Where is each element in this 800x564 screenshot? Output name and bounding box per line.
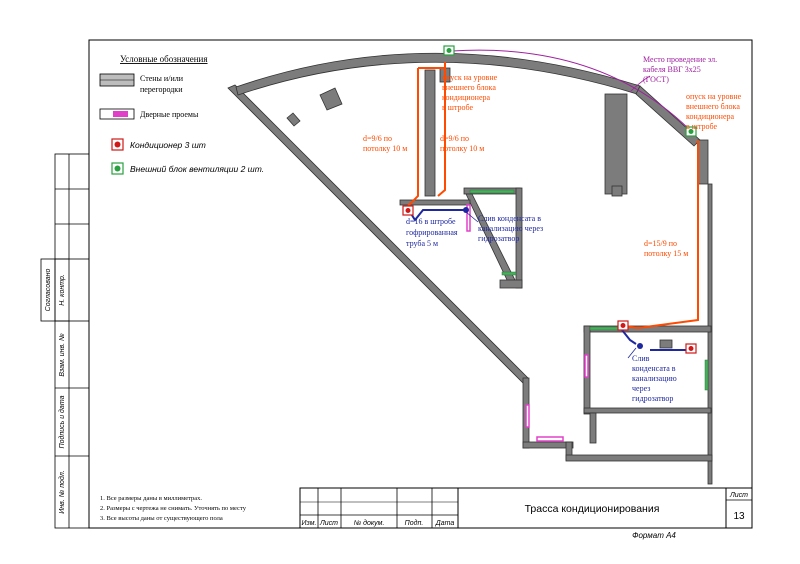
copper-pipes [407, 62, 699, 330]
vent-unit-icon-dot [114, 165, 121, 172]
doors [466, 204, 589, 442]
cable-leader [629, 75, 651, 93]
pipe-note-1: d=9/6 по потолку 10 м [363, 134, 407, 153]
title-block: Изм. Лист № докум. Подп. Дата Трасса кон… [299, 487, 753, 540]
drain-route-1 [409, 209, 464, 222]
drain-note-1: Слив конденсата в канализацию через гидр… [478, 214, 545, 243]
wall-lower-mid [583, 407, 712, 414]
stamp-label-agreed: Согласовано [45, 269, 52, 312]
column-2 [286, 112, 301, 127]
stamp-col-sign: Подп. [405, 519, 424, 527]
door-1 [466, 204, 471, 232]
notes: 1. Все размеры даны в миллиметрах. 2. Ра… [100, 495, 247, 522]
pipe-route-2 [437, 62, 446, 197]
wall-center-vertical [424, 69, 436, 197]
window-1 [469, 189, 515, 194]
stamp-col-change: Изм. [302, 520, 317, 527]
legend-walls-line2: перегородки [140, 85, 183, 94]
window-2 [501, 271, 517, 276]
corrugated-note: d=16 в штробе гофрированная труба 5 м [406, 217, 460, 248]
stamp-col-docnum: № докум. [354, 519, 385, 527]
pipe-route-1 [407, 68, 419, 207]
equipment [402, 45, 697, 354]
wall-right-block-foot [611, 185, 623, 197]
drain-trap-2 [637, 343, 643, 349]
wall-right-block [604, 93, 628, 195]
stamp-label-sign-date: Подпись и дата [58, 395, 66, 448]
pipe-note-3: d=15/9 по потолку 15 м [644, 239, 688, 258]
drain-route-2 [621, 329, 637, 345]
cable-note: Место проведение эл. кабеля ВВГ 3х25 (ГО… [643, 55, 719, 84]
cable-route [451, 49, 691, 131]
drain-trap-1 [463, 207, 469, 213]
door-swatch-fill [113, 111, 128, 117]
wall-bottom-inner [589, 412, 597, 444]
legend-walls-line1: Стены и/или [140, 74, 184, 83]
legend: Условные обозначения Стены и/или перегор… [99, 54, 264, 175]
wall-bottom [565, 454, 713, 462]
stamp-label-norm-control: Н. контр. [59, 274, 66, 306]
paper-format: Формат А4 [632, 531, 676, 540]
wall-lower-block [659, 339, 673, 349]
door-4 [525, 404, 530, 428]
legend-vent: Внешний блок вентиляции 2 шт. [130, 164, 264, 174]
drop-note-1: опуск на уровне внешнего блока кондицион… [442, 73, 499, 112]
ac-icon-dot [114, 141, 121, 148]
window-4 [704, 359, 709, 391]
note-1: 1. Все размеры даны в миллиметрах. [100, 495, 202, 502]
stamp-col-sheet: Лист [319, 520, 338, 527]
stamp-label-replace-inv: Взам. инв. № [59, 333, 66, 377]
wall-arc-end [635, 85, 701, 147]
stamp-col-date: Дата [435, 520, 455, 527]
note-3: 3. Все высоты даны от существующего пола [100, 515, 223, 522]
windows [469, 189, 709, 391]
wall-room-bottom [499, 279, 523, 289]
column-1 [319, 87, 343, 111]
wall-right-edge-upper [697, 139, 709, 185]
pipe-note-2: d=9/6 по потолку 10 м [440, 134, 484, 153]
legend-doors: Дверные проемы [140, 110, 199, 119]
wall-right-edge [707, 183, 713, 485]
drain-lines [409, 209, 690, 351]
door-2 [536, 436, 564, 442]
drawing-title: Трасса кондиционирования [525, 503, 660, 515]
wall-arc [235, 52, 641, 96]
pipe-route-3 [624, 140, 699, 330]
sheet-label: Лист [729, 492, 748, 499]
drop-note-2: опуск на уровне внешнего блока кондицион… [686, 92, 743, 131]
floor-plan [227, 52, 713, 485]
wall-corridor [399, 199, 471, 206]
door-3 [584, 354, 589, 378]
sheet-number: 13 [733, 511, 745, 522]
leaders [465, 211, 637, 359]
legend-ac: Кондиционер 3 шт [130, 140, 206, 150]
wall-bottom-corridor [522, 441, 574, 449]
annotations: опуск на уровне внешнего блока кондицион… [363, 55, 743, 403]
stamp-label-inv-orig: Инв. № подл. [58, 470, 66, 513]
legend-title: Условные обозначения [120, 54, 208, 64]
drain-note-2: Слив конденсата в канализацию через гидр… [632, 354, 679, 403]
side-stamp: Согласовано Н. контр. Взам. инв. № Подпи… [40, 153, 90, 529]
note-2: 2. Размеры с чертежа не снимать. Уточнят… [100, 505, 247, 512]
